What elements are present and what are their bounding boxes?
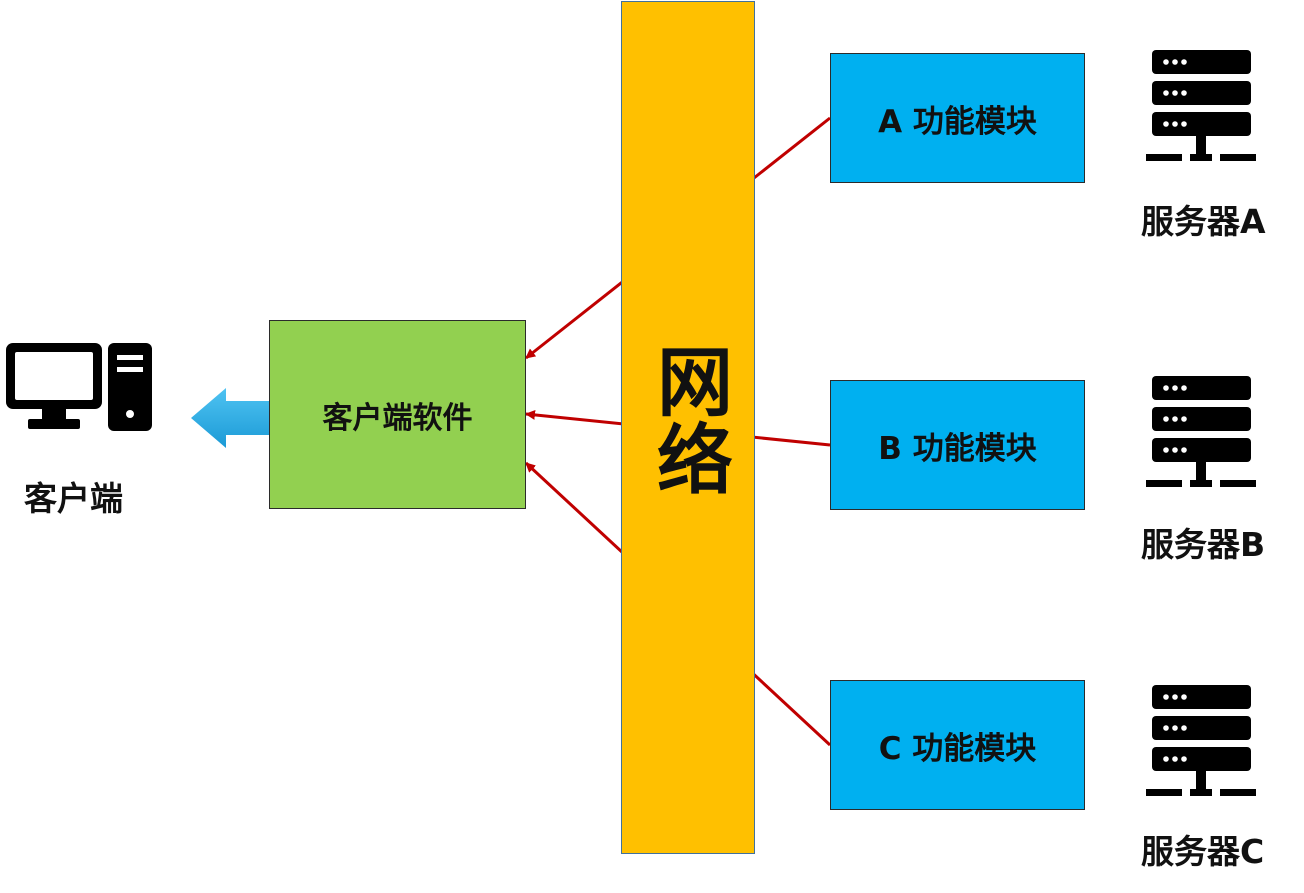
module-b-label: B 功能模块 bbox=[878, 430, 1037, 467]
network-bar: 网络 bbox=[621, 1, 755, 854]
client-software-box: 客户端软件 bbox=[269, 320, 526, 509]
module-a-box: A 功能模块 bbox=[830, 53, 1085, 183]
client-label: 客户端 bbox=[24, 479, 123, 518]
server-a-label: 服务器A bbox=[1141, 202, 1266, 241]
network-label: 网络 bbox=[644, 342, 733, 498]
module-c-box: C 功能模块 bbox=[830, 680, 1085, 810]
module-b-box: B 功能模块 bbox=[830, 380, 1085, 510]
client-software-label: 客户端软件 bbox=[322, 400, 473, 436]
server-b-icon bbox=[1146, 376, 1256, 487]
module-a-label: A 功能模块 bbox=[878, 103, 1037, 140]
server-c-icon bbox=[1146, 685, 1256, 796]
arrow-software-to-client bbox=[191, 388, 278, 448]
server-c-label: 服务器C bbox=[1141, 832, 1265, 871]
module-c-label: C 功能模块 bbox=[878, 730, 1037, 767]
computer-icon bbox=[6, 343, 152, 431]
server-b-label: 服务器B bbox=[1141, 525, 1266, 564]
server-a-icon bbox=[1146, 50, 1256, 161]
